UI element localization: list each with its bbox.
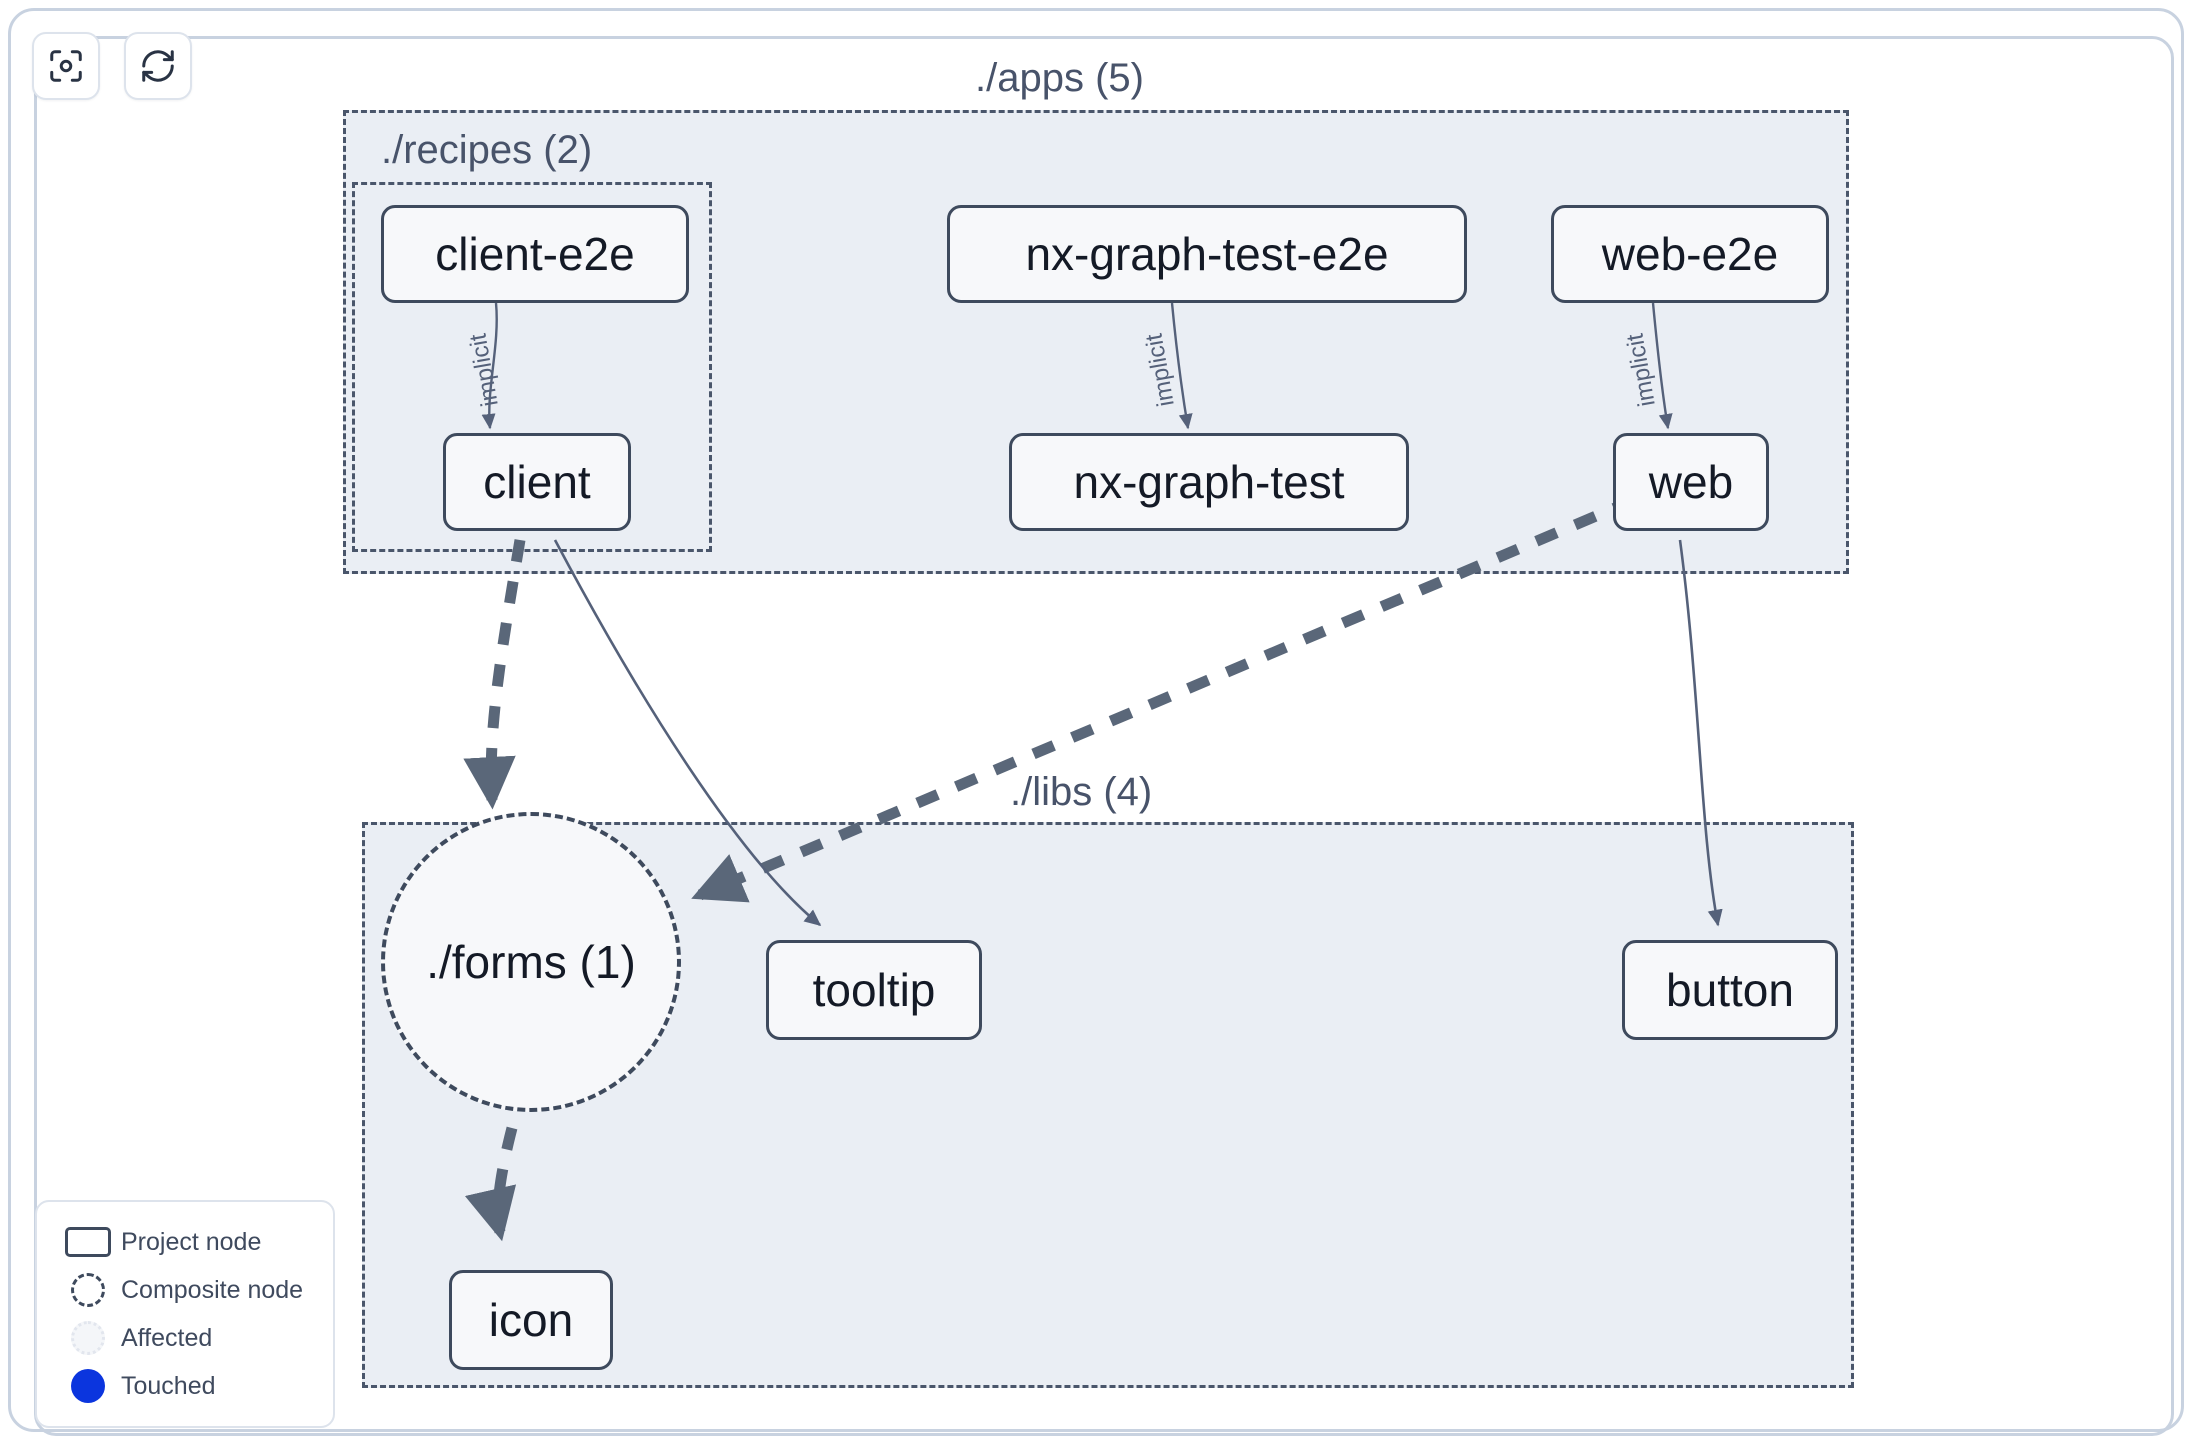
graph-legend: Project node Composite node Affected Tou… xyxy=(35,1200,335,1428)
legend-label: Affected xyxy=(121,1323,213,1352)
node-web[interactable]: web xyxy=(1613,433,1769,531)
graph-toolbar xyxy=(32,32,192,100)
legend-label: Touched xyxy=(121,1371,216,1400)
node-button[interactable]: button xyxy=(1622,940,1838,1040)
node-client[interactable]: client xyxy=(443,433,631,531)
node-tooltip[interactable]: tooltip xyxy=(766,940,982,1040)
group-libs-label: ./libs (4) xyxy=(1010,770,1153,814)
focus-graph-button[interactable] xyxy=(32,32,100,100)
node-nx-graph-test-e2e[interactable]: nx-graph-test-e2e xyxy=(947,205,1467,303)
affected-swatch xyxy=(55,1321,121,1355)
legend-label: Composite node xyxy=(121,1275,304,1304)
refresh-icon xyxy=(139,47,177,85)
touched-swatch xyxy=(55,1369,121,1403)
group-apps-label: ./apps (5) xyxy=(975,56,1144,100)
node-nx-graph-test[interactable]: nx-graph-test xyxy=(1009,433,1409,531)
group-recipes-label: ./recipes (2) xyxy=(381,128,593,172)
legend-item-affected: Affected xyxy=(55,1314,315,1362)
node-client-e2e[interactable]: client-e2e xyxy=(381,205,689,303)
legend-item-touched: Touched xyxy=(55,1362,315,1410)
focus-scan-icon xyxy=(47,47,85,85)
legend-label: Project node xyxy=(121,1227,262,1256)
node-forms[interactable]: ./forms (1) xyxy=(381,812,681,1112)
legend-item-composite-node: Composite node xyxy=(55,1266,315,1314)
node-icon[interactable]: icon xyxy=(449,1270,613,1370)
node-web-e2e[interactable]: web-e2e xyxy=(1551,205,1829,303)
refresh-graph-button[interactable] xyxy=(124,32,192,100)
legend-item-project-node: Project node xyxy=(55,1218,315,1266)
composite-node-swatch xyxy=(55,1273,121,1307)
project-node-swatch xyxy=(55,1227,121,1257)
